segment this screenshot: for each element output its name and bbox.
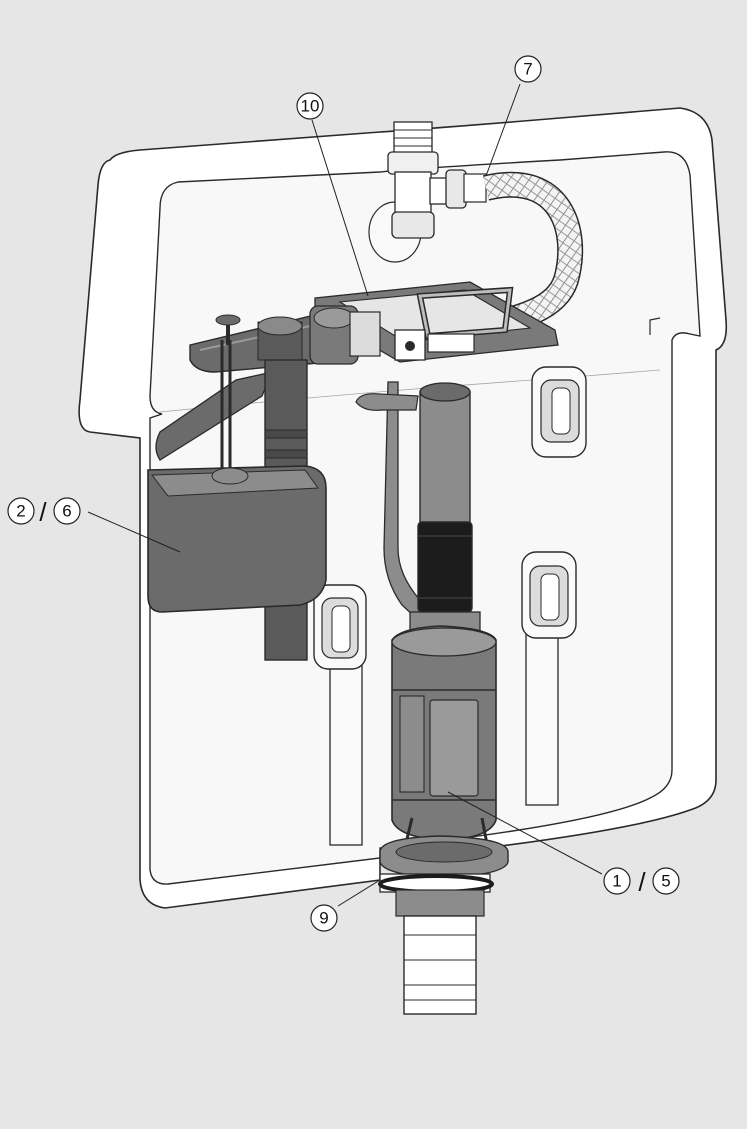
mounting-post-upper (531, 366, 587, 458)
leader-line-10 (311, 119, 369, 297)
leader-line-9 (337, 879, 381, 907)
flush-valve (355, 381, 509, 879)
callout-1-5: 1 / 5 (603, 867, 680, 897)
callout-2-6-separator: / (39, 497, 47, 527)
callout-10: 10 (296, 92, 324, 120)
mounting-post-left (313, 584, 367, 846)
mounting-post-right (521, 551, 577, 806)
leader-line-2-6 (87, 511, 181, 553)
callout-9: 9 (310, 904, 338, 932)
callout-1-5-separator: / (638, 867, 646, 897)
leader-line-7 (485, 83, 521, 177)
callout-9-number: 9 (319, 909, 328, 928)
inlet-t-valve (368, 121, 487, 263)
callout-6-number: 6 (62, 502, 71, 521)
callout-7-number: 7 (523, 60, 532, 79)
callout-5-number: 5 (661, 872, 670, 891)
outlet-seal (378, 873, 494, 1015)
callout-10-number: 10 (301, 97, 320, 116)
fill-valve (147, 305, 381, 661)
callout-7: 7 (514, 55, 542, 83)
leader-line-1-5 (447, 791, 603, 875)
callout-1-number: 1 (612, 872, 621, 891)
callout-2-6: 2 / 6 (7, 497, 81, 527)
leader-lines (87, 83, 603, 907)
callout-2-number: 2 (16, 502, 25, 521)
